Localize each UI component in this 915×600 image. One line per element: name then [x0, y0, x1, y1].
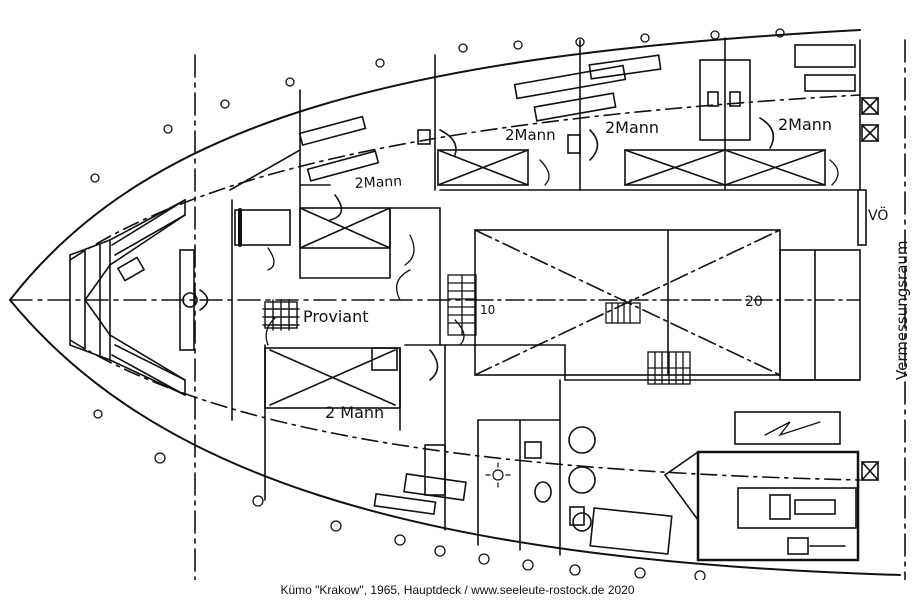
number-label-10: 10	[480, 303, 495, 317]
cabin-label-forward-upper: 2Mann	[354, 174, 402, 192]
sanitary-rooms	[373, 344, 673, 556]
stanchions-upper	[90, 28, 785, 183]
vo-label: VÖ	[868, 206, 888, 224]
equipment-room	[663, 411, 879, 562]
survey-room-label: Vermessungsraum	[893, 240, 911, 380]
bow-windlass	[69, 198, 209, 397]
stairs-forward	[447, 274, 477, 336]
stairs-hatch	[605, 302, 641, 324]
cabin-forward-lower	[264, 344, 439, 501]
image-caption: Kümo "Krakow", 1965, Hauptdeck / www.see…	[280, 583, 635, 597]
cabin-label-centre-2: 2Mann	[605, 118, 659, 137]
hull-outline-lower	[9, 299, 901, 576]
hull-deckline-upper	[69, 94, 861, 261]
number-label-20: 20	[745, 294, 763, 310]
hull-outline-upper	[9, 29, 861, 301]
central-corridor	[404, 189, 867, 381]
cabin-label-centre-3: 2Mann	[778, 115, 832, 134]
cabins-upper-centre	[417, 37, 879, 191]
door-swings	[265, 159, 839, 346]
cabin-label-forward-lower: 2 Mann	[325, 403, 384, 422]
cabin-forward-upper	[229, 89, 441, 279]
cabin-label-centre-1: 2Mann	[505, 126, 556, 144]
provisions-label: Proviant	[303, 307, 369, 326]
deck-plan-drawing: 2Mann 2Mann 2Mann 2Mann 2 Mann Proviant …	[9, 28, 911, 580]
stanchions-lower	[93, 409, 706, 580]
hull-deckline-lower	[69, 339, 861, 481]
stairs-aft	[647, 351, 691, 385]
